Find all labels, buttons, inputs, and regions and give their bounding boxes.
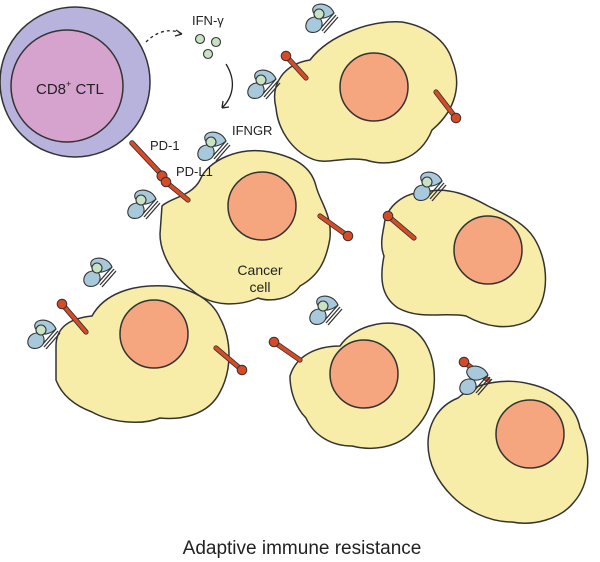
cancer-nucleus (119, 299, 189, 369)
pdl1-label: PD-L1 (176, 164, 213, 179)
cancer-nucleus (495, 399, 565, 469)
ctl-label: CD8+ CTL (36, 79, 104, 98)
cancer-cell-bottom-right (427, 380, 589, 524)
cancer-nucleus (329, 339, 399, 409)
cancer-cell-label: Cancer (237, 262, 282, 278)
ifn-gamma-label: IFN-γ (192, 13, 224, 28)
cancer-cell-bottom-middle (289, 322, 436, 449)
cancer-cell-left-bottom (55, 285, 230, 423)
cancer-cell-main: Cancer cell (159, 149, 331, 305)
cancer-cell-label-2: cell (249, 279, 270, 295)
cancer-nucleus (339, 52, 409, 122)
ifn-secretion-arrows (145, 29, 233, 109)
diagram-caption: Adaptive immune resistance (183, 538, 422, 559)
cancer-cell-top-right (273, 21, 458, 164)
cancer-nucleus (227, 171, 297, 241)
cd8-ctl-cell: CD8+ CTL (0, 6, 151, 158)
cancer-nucleus (453, 215, 523, 285)
ifn-gamma-molecules (194, 33, 222, 60)
pd1-label: PD-1 (150, 138, 180, 153)
ifngr-label: IFNGR (232, 123, 272, 138)
ctl-nucleus (10, 29, 124, 143)
cancer-cell-right-middle (380, 189, 547, 328)
